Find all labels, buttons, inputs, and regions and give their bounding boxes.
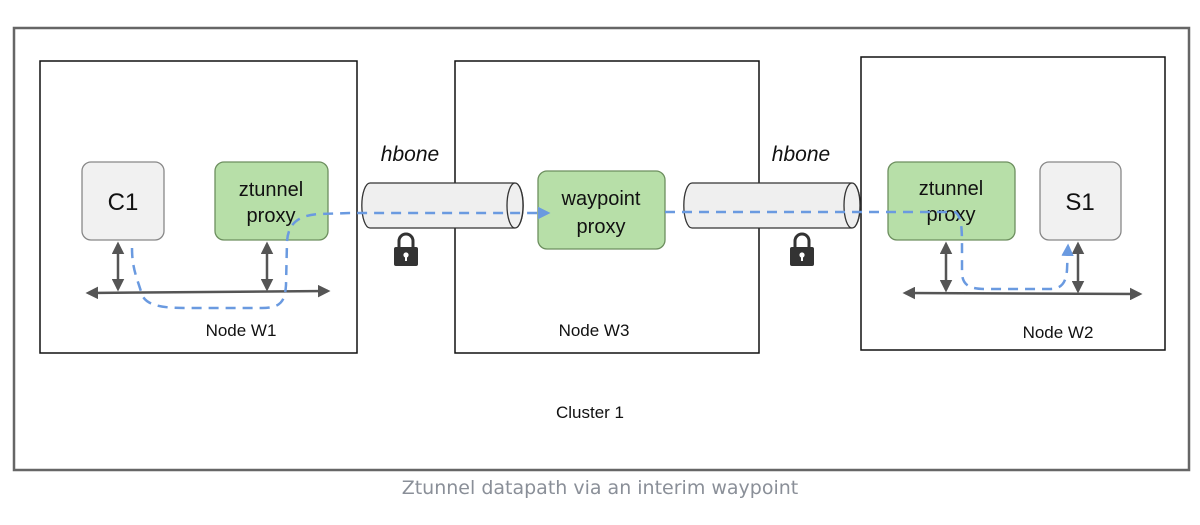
ztunnel-proxy-w2-line1: ztunnel <box>919 178 984 200</box>
hbone-label-right: hbone <box>772 143 830 166</box>
s1-label: S1 <box>1065 189 1094 216</box>
waypoint-proxy-line1: waypoint <box>561 188 641 210</box>
waypoint-proxy-line2: proxy <box>577 216 626 238</box>
c1-label: C1 <box>108 189 139 216</box>
hbone-tunnel-right <box>683 182 861 229</box>
lock-icon <box>790 232 814 266</box>
lock-icon <box>394 232 418 266</box>
ztunnel-proxy-w2-line2: proxy <box>927 204 976 226</box>
node-w1-network-line <box>85 284 331 300</box>
node-w2-label: Node W2 <box>1023 323 1094 342</box>
datapath-diagram: Cluster 1 Node W1 Node W3 Node W2 hbone … <box>12 26 1191 472</box>
figure-caption: Ztunnel datapath via an interim waypoint <box>401 477 799 499</box>
datapath-flow-arrow-segment-2 <box>665 210 1074 291</box>
hbone-tunnel-left <box>361 182 524 229</box>
node-w1-label: Node W1 <box>206 321 277 340</box>
ztunnel-proxy-w1-line2: proxy <box>247 205 296 227</box>
cluster-label: Cluster 1 <box>556 403 624 422</box>
ztunnel-proxy-w2-box <box>887 161 1016 241</box>
s1-box <box>1039 161 1122 241</box>
node-w2-network-line <box>902 286 1143 301</box>
hbone-label-left: hbone <box>381 143 439 166</box>
ztunnel-proxy-w1-line1: ztunnel <box>239 179 304 201</box>
ztunnel-proxy-w1-box <box>214 161 329 241</box>
node-w3-label: Node W3 <box>559 321 630 340</box>
c1-box <box>81 161 165 241</box>
datapath-flow-arrow <box>130 206 551 310</box>
